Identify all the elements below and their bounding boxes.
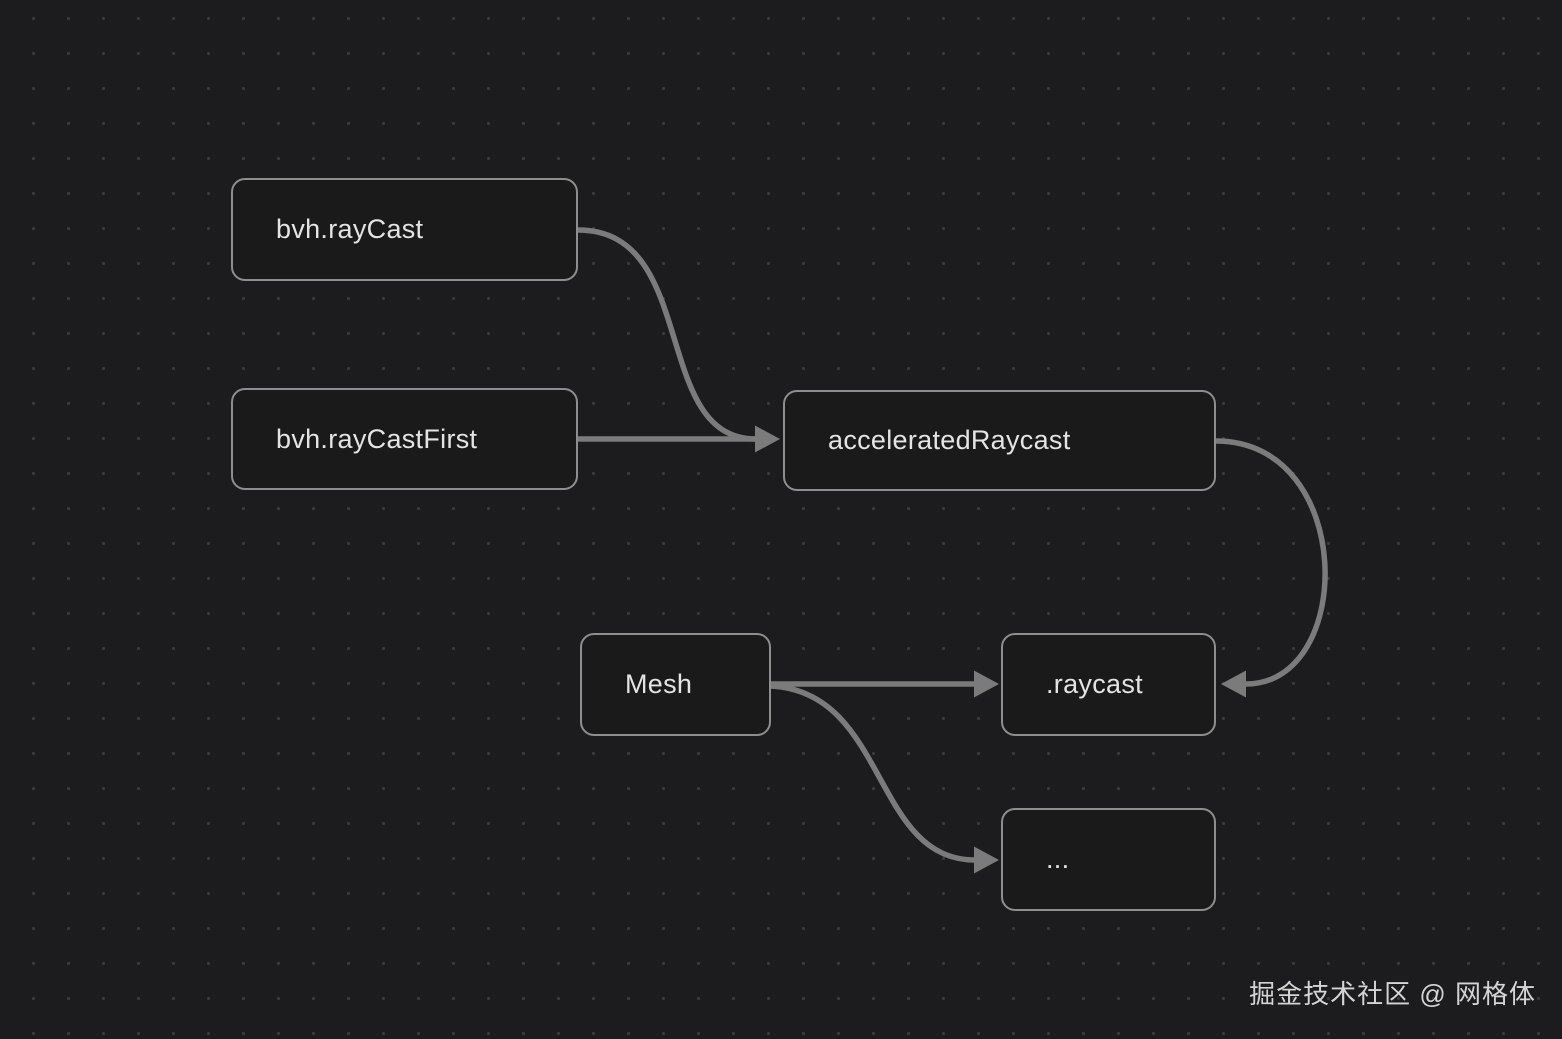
node-accelerated-raycast-label: acceleratedRaycast (828, 425, 1071, 455)
node-ellipsis-label: ... (1046, 844, 1070, 874)
node-bvh-raycast-first-label: bvh.rayCastFirst (276, 423, 478, 454)
node-accelerated-raycast: acceleratedRaycast (783, 390, 1216, 491)
arrowhead-icon (755, 425, 780, 453)
node-raycast-method: .raycast (1001, 633, 1216, 736)
node-bvh-raycast: bvh.rayCast (231, 178, 578, 281)
arrowhead-icon (1221, 670, 1246, 698)
edge-bvhraycastfirst-to-acceleratedraycast (575, 425, 780, 453)
node-bvh-raycast-first: bvh.rayCastFirst (231, 388, 578, 490)
edge-acceleratedraycast-to-raycast (1213, 438, 1328, 698)
node-mesh-label: Mesh (625, 669, 693, 699)
edge-mesh-to-raycast (768, 670, 999, 698)
edge-bvhraycast-to-acceleratedraycast (575, 227, 759, 442)
node-mesh: Mesh (580, 633, 771, 736)
node-bvh-raycast-label: bvh.rayCast (276, 214, 424, 244)
node-raycast-method-label: .raycast (1046, 669, 1143, 699)
arrowhead-icon (974, 846, 999, 874)
watermark: 掘金技术社区 @ 网格体 (1249, 979, 1536, 1009)
edge-mesh-to-ellipsis (768, 683, 999, 874)
node-ellipsis: ... (1001, 808, 1216, 911)
arrowhead-icon (974, 670, 999, 698)
